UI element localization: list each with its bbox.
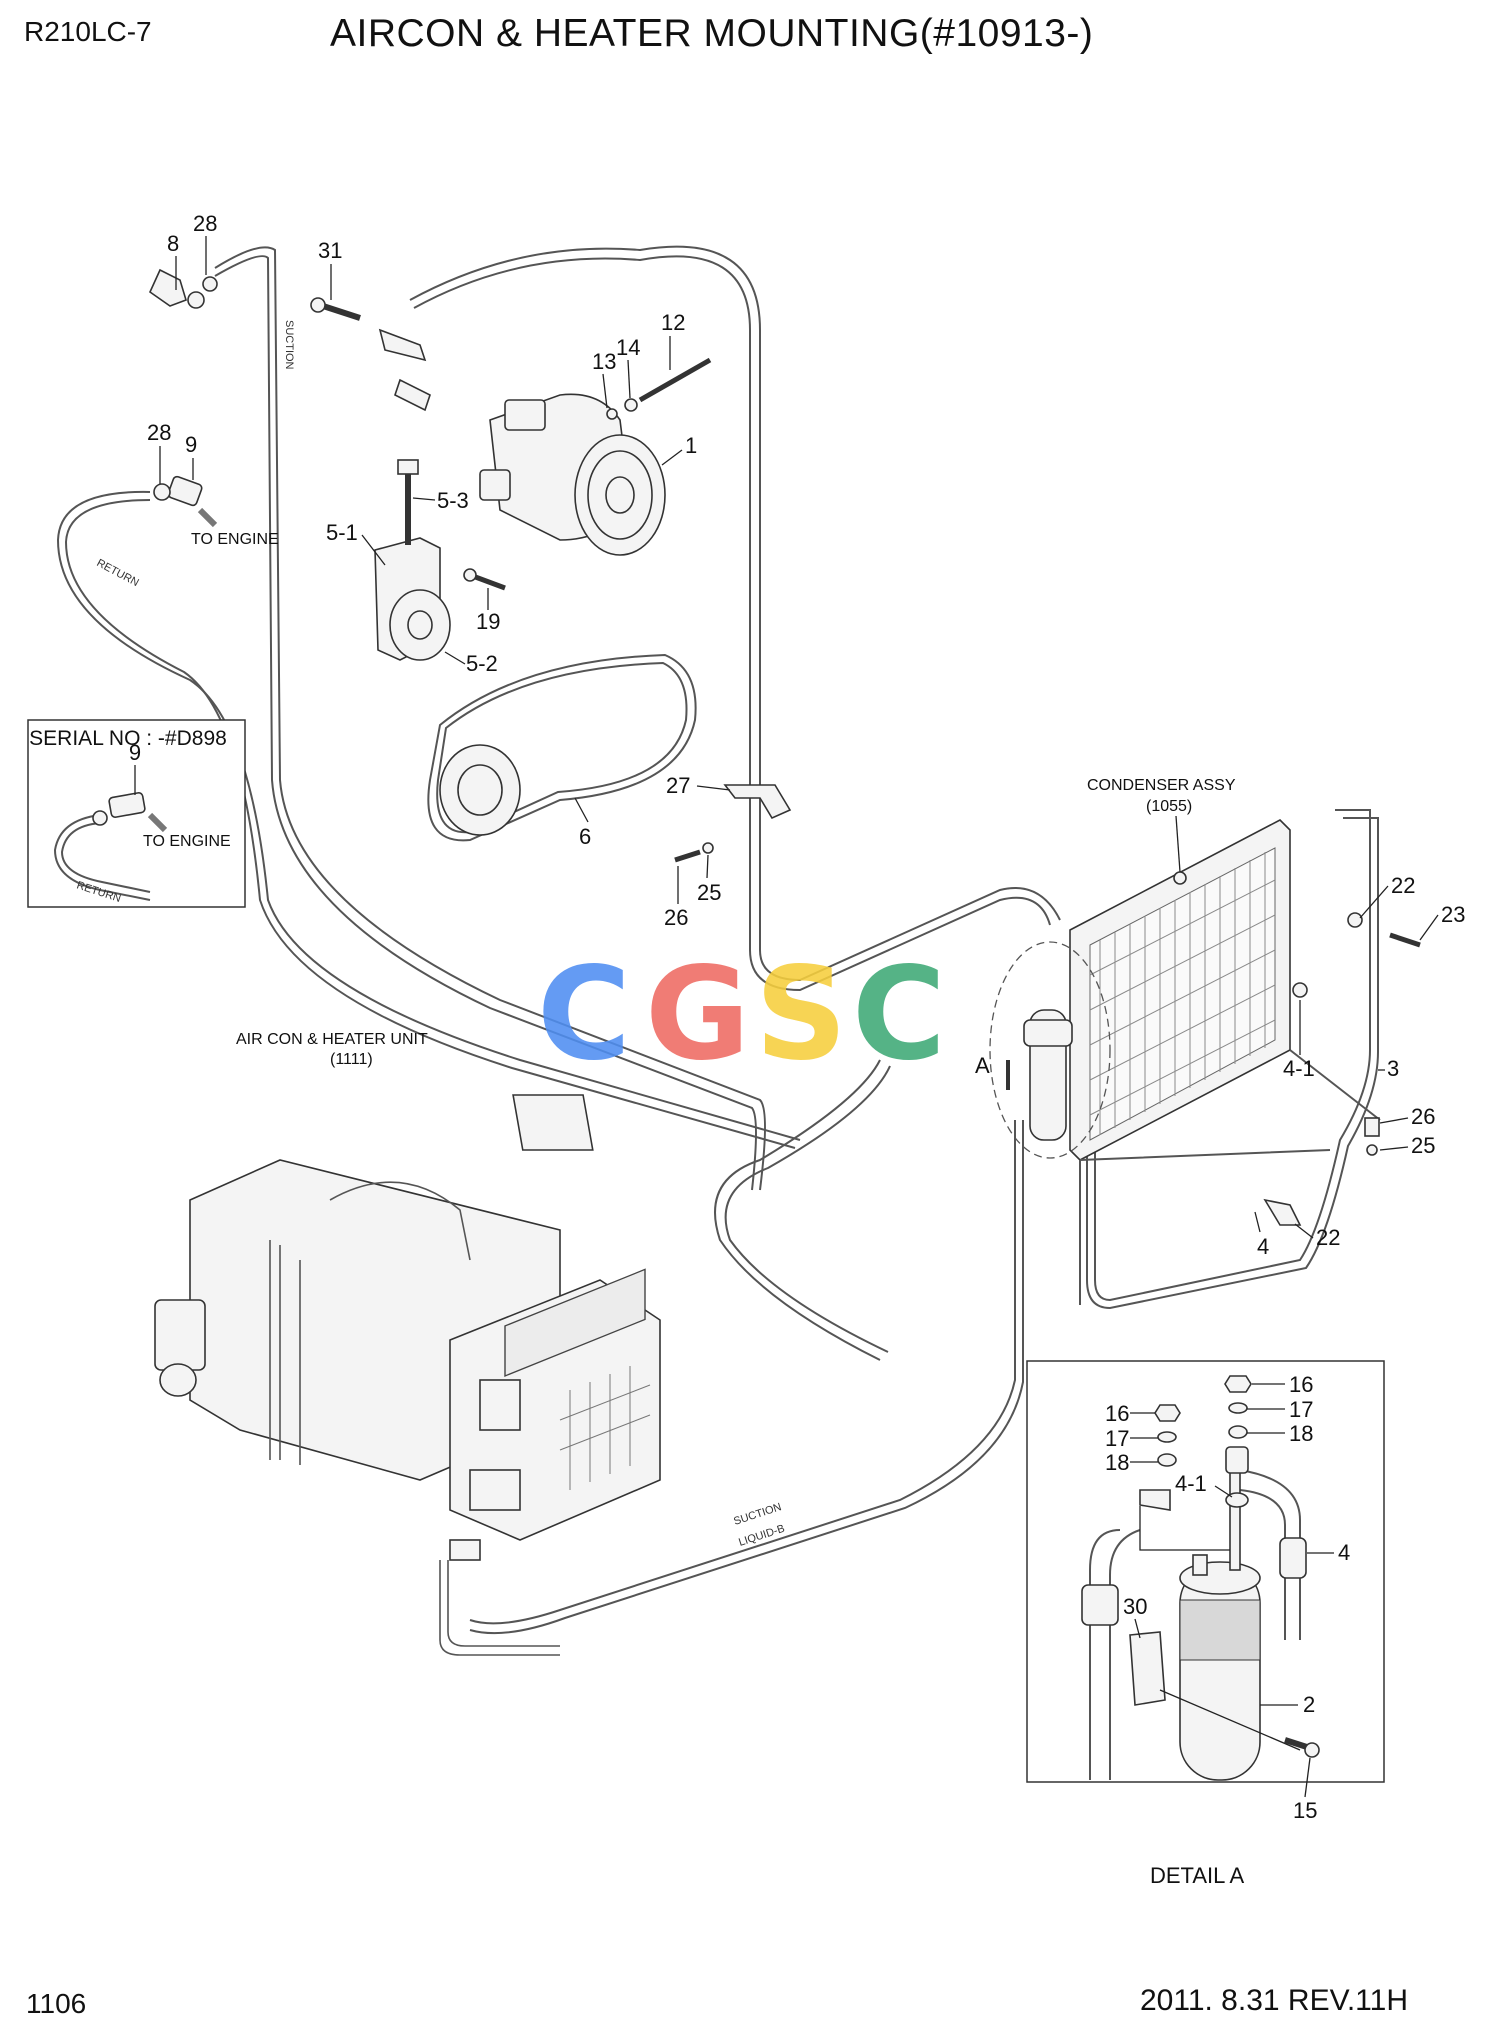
callout-31: 31 (318, 238, 342, 263)
callout-d17b: 17 (1289, 1397, 1313, 1422)
callout-14: 14 (616, 335, 640, 360)
callouts: 8 28 31 12 13 14 28 9 TO ENGINE 1 5-3 5-… (147, 211, 1465, 1888)
callout-d2: 2 (1303, 1692, 1315, 1717)
callout-26b: 26 (1411, 1104, 1435, 1129)
callout-25b: 25 (1411, 1133, 1435, 1158)
label-condenser: CONDENSER ASSY (1087, 777, 1236, 794)
callout-d30: 30 (1123, 1594, 1147, 1619)
hose-routing: SUCTION RETURN SUCTION LIQUID-B (56, 245, 1379, 1656)
watermark: C G S C (537, 940, 946, 1089)
callout-22a: 22 (1391, 873, 1415, 898)
drive-belt (427, 653, 697, 842)
fitting-9 (153, 475, 218, 528)
hose-text-suction-bottom: SUCTION (732, 1501, 783, 1528)
condenser (1069, 819, 1381, 1305)
callout-28b: 28 (147, 420, 171, 445)
page-number: 1106 (26, 1988, 87, 2019)
callout-19: 19 (476, 609, 500, 634)
compressor (479, 393, 666, 556)
callout-d18b: 18 (1289, 1421, 1313, 1446)
callout-22b: 22 (1316, 1225, 1340, 1250)
inset-title-text: SERIAL NO : -#D898 (29, 727, 227, 750)
callout-d15: 15 (1293, 1798, 1317, 1823)
callout-5-1: 5-1 (326, 520, 358, 545)
hose-text-suction-top: SUCTION (283, 320, 295, 370)
callout-6: 6 (579, 824, 591, 849)
callout-27: 27 (666, 773, 690, 798)
callout-3: 3 (1387, 1056, 1399, 1081)
revision-date: 2011. 8.31 REV.11H (1140, 1984, 1408, 2017)
callout-12: 12 (661, 310, 685, 335)
watermark-letter-4: C (852, 940, 946, 1089)
callout-23: 23 (1441, 902, 1465, 927)
callout-d16a: 16 (1105, 1401, 1129, 1426)
detail-a-box (1026, 1360, 1385, 1783)
callout-4a: 4 (1257, 1234, 1269, 1259)
callout-d4-1: 4-1 (1175, 1471, 1207, 1496)
label-condenser-code: (1055) (1146, 798, 1192, 815)
callout-4-1a: 4-1 (1283, 1056, 1315, 1081)
watermark-letter-2: G (645, 940, 750, 1089)
page-title: AIRCON & HEATER MOUNTING(#10913-) (330, 12, 1094, 55)
callout-13: 13 (592, 349, 616, 374)
callout-28a: 28 (193, 211, 217, 236)
callout-25a: 25 (697, 880, 721, 905)
watermark-letter-3: S (755, 940, 847, 1089)
receiver-drier-ref (989, 941, 1111, 1159)
inset-serial-box: SERIAL NO : -#D898 9 TO ENGINE RETURN (27, 719, 246, 908)
callout-8: 8 (167, 231, 179, 256)
hose-text-return: RETURN (95, 557, 141, 589)
detail-a-caption: DETAIL A (1150, 1863, 1244, 1888)
label-detail-ref: A (975, 1053, 990, 1078)
callout-d18a: 18 (1105, 1450, 1129, 1475)
label-unit-code: (1111) (330, 1051, 373, 1068)
callout-5-2: 5-2 (466, 651, 498, 676)
fitting-8 (148, 268, 218, 309)
callout-26a: 26 (664, 905, 688, 930)
callout-5-3: 5-3 (437, 488, 469, 513)
callout-d17a: 17 (1105, 1426, 1129, 1451)
watermark-letter-1: C (537, 940, 631, 1089)
aircon-heater-unit (154, 1094, 661, 1561)
tensioner-assembly (374, 459, 506, 661)
callout-9: 9 (185, 432, 197, 457)
callout-d16b: 16 (1289, 1372, 1313, 1397)
inset-part-9: 9 (129, 740, 141, 765)
inset-to-engine: TO ENGINE (143, 833, 231, 850)
label-to-engine: TO ENGINE (191, 531, 279, 548)
callout-1: 1 (685, 433, 697, 458)
model-code: R210LC-7 (24, 16, 152, 47)
label-unit: AIR CON & HEATER UNIT (236, 1031, 428, 1048)
callout-d4: 4 (1338, 1540, 1350, 1565)
